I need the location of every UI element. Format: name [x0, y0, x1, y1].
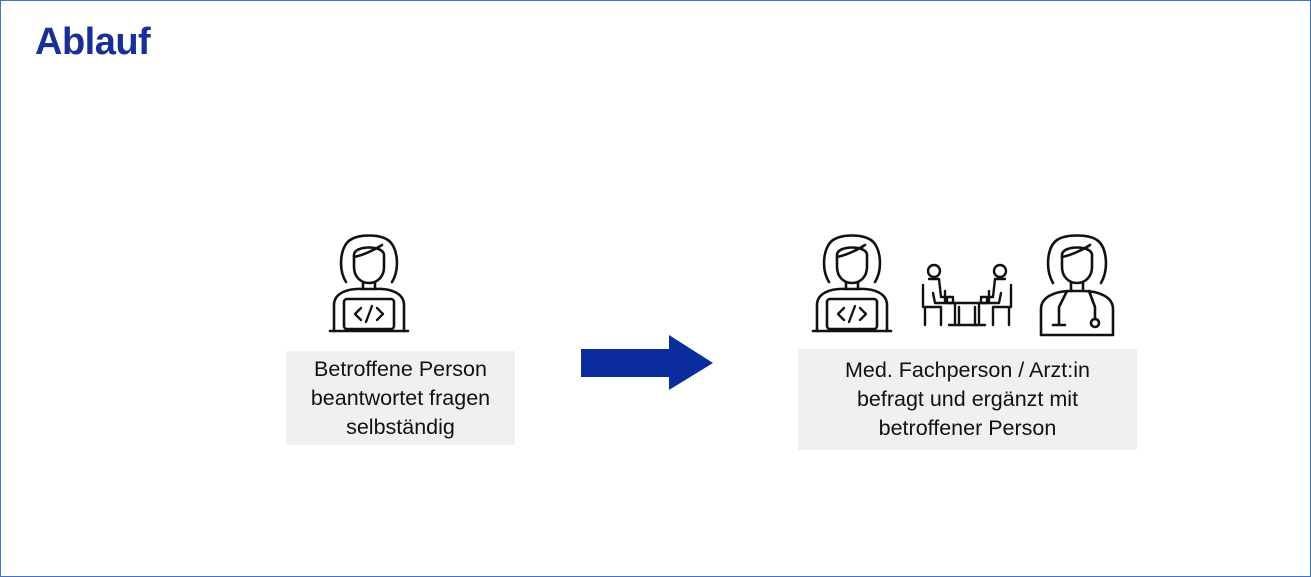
left-step-caption: Betroffene Person beantwortet fragen sel… — [286, 351, 515, 445]
caption-line: Med. Fachperson / Arzt:in — [845, 358, 1090, 382]
person-with-laptop-icon — [809, 233, 895, 337]
doctor-icon — [1037, 233, 1119, 339]
caption-line: betroffener Person — [878, 416, 1057, 440]
caption-line: beantwortet fragen — [310, 385, 491, 410]
person-with-laptop-icon — [326, 233, 412, 337]
right-arrow-icon — [581, 335, 715, 396]
right-step-caption: Med. Fachperson / Arzt:in befragt und er… — [798, 349, 1137, 450]
caption-line: Betroffene Person — [314, 356, 487, 381]
caption-line: befragt und ergänzt mit — [856, 387, 1079, 411]
caption-line: selbständig — [346, 414, 455, 439]
page-title: Ablauf — [35, 21, 151, 63]
two-people-at-table-icon — [919, 263, 1015, 329]
